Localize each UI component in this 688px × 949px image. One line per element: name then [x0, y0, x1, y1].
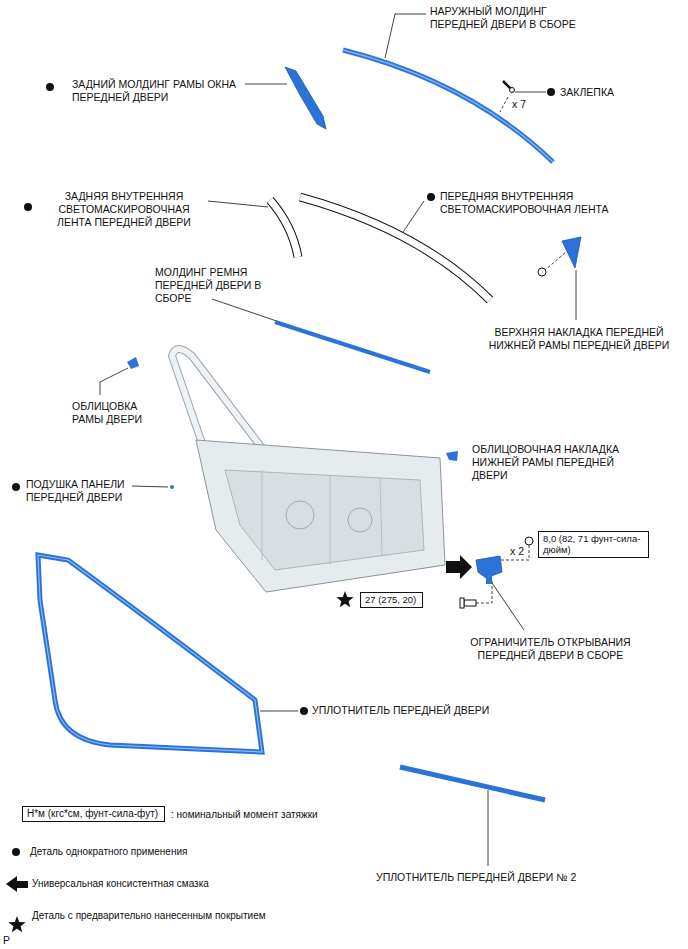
part-label: УПЛОТНИТЕЛЬ ПЕРЕДНЕЙ ДВЕРИ № 2	[376, 871, 576, 884]
torque-box: 27 (275, 20)	[360, 592, 423, 608]
torque-box: 8,0 (82, 71 фунт-сила-дюйм)	[538, 531, 649, 558]
legend-torque-box: Н*м (кгс*см, фунт-сила-фут)	[22, 806, 165, 822]
legend-text: : номинальный момент затяжки	[171, 809, 318, 821]
legend-arrow	[6, 876, 28, 892]
part-label: НАРУЖНЫЙ МОЛДИНГ ПЕРЕДНЕЙ ДВЕРИ В СБОРЕ	[430, 5, 590, 31]
frame-trim	[127, 357, 139, 369]
door-stopper	[476, 556, 502, 584]
part-label: УПЛОТНИТЕЛЬ ПЕРЕДНЕЙ ДВЕРИ	[312, 704, 489, 717]
legend-star	[8, 916, 25, 932]
legend-text: Универсальная консистентная смазка	[32, 878, 209, 890]
weatherstrip-2	[400, 767, 545, 800]
leader-lines	[100, 14, 576, 866]
part-label: ЗАДНЯЯ ВНУТРЕННЯЯ СВЕТОМАСКИРОВОЧНАЯ ЛЕН…	[44, 190, 204, 229]
part-label: ОГРАНИЧИТЕЛЬ ОТКРЫВАНИЯ ПЕРЕДНЕЙ ДВЕРИ В…	[458, 636, 643, 662]
panel-pad	[170, 485, 174, 489]
part-label: ЗАДНИЙ МОЛДИНГ РАМЫ ОКНА ПЕРЕДНЕЙ ДВЕРИ	[72, 78, 272, 104]
weatherstrip	[38, 555, 262, 752]
part-label: МОЛДИНГ РЕМНЯ ПЕРЕДНЕЙ ДВЕРИ В СБОРЕ	[155, 266, 275, 305]
part-label: ЗАКЛЕПКА	[560, 86, 614, 99]
box-text: 27 (275, 20)	[365, 594, 418, 605]
door-panel	[172, 349, 445, 592]
page-marker: P	[3, 934, 10, 947]
clip	[538, 268, 546, 276]
part-label: ВЕРХНЯЯ НАКЛАДКА ПЕРЕДНЕЙ НИЖНЕЙ РАМЫ ПЕ…	[476, 326, 682, 352]
part-label: ОБЛИЦОВКА РАМЫ ДВЕРИ	[72, 400, 162, 426]
upper-cover	[562, 237, 581, 268]
rear-frame-molding	[285, 67, 326, 129]
box-text: 8,0 (82, 71 фунт-сила-дюйм)	[543, 533, 644, 556]
lower-cover	[446, 451, 458, 461]
part-label: ПОДУШКА ПАНЕЛИ ПЕРЕДНЕЙ ДВЕРИ	[26, 478, 146, 504]
belt-molding	[275, 322, 430, 372]
quantity-label: x 7	[512, 98, 526, 111]
bolt	[460, 598, 476, 608]
part-label: ОБЛИЦОВОЧНАЯ НАКЛАДКА НИЖНЕЙ РАМЫ ПЕРЕДН…	[472, 443, 622, 482]
legend-text: Деталь однократного применения	[30, 846, 187, 858]
one-time-dots	[12, 83, 555, 715]
rivet	[503, 81, 515, 93]
legend-dot	[12, 848, 20, 856]
legend-text: Деталь с предварительно нанесенным покры…	[32, 910, 266, 922]
grease-arrow	[446, 555, 472, 579]
quantity-label: x 2	[510, 545, 524, 558]
box-text: Н*м (кгс*см, фунт-сила-фут)	[27, 808, 160, 820]
nut	[525, 537, 533, 545]
part-label: ПЕРЕДНЯЯ ВНУТРЕННЯЯ СВЕТОМАСКИРОВОЧНАЯ Л…	[440, 190, 645, 216]
precoated-star	[336, 591, 353, 607]
outer-molding-highlight	[343, 50, 553, 162]
outer-molding	[343, 50, 553, 162]
rear-tape	[270, 200, 298, 257]
